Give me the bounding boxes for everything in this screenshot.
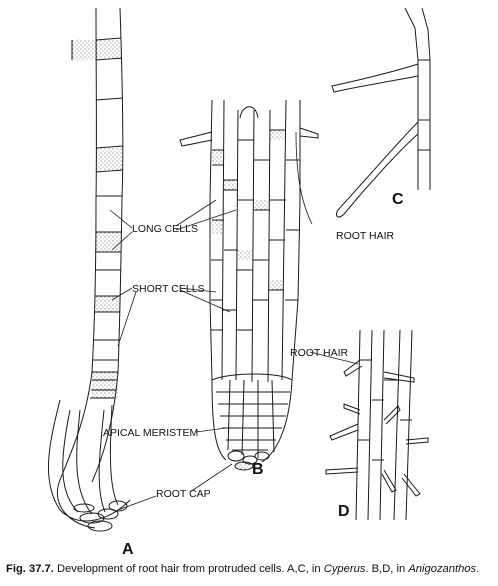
root-hair-figure: LONG CELLS SHORT CELLS ROOT HAIR ROOT HA… (48, 7, 431, 558)
panel-d-drawing (325, 329, 429, 521)
label-root-hair-d: ROOT HAIR (290, 347, 349, 359)
caption-text-2: . B,D, in (365, 563, 409, 575)
panel-label-c: C (392, 191, 404, 208)
panel-label-d: D (338, 503, 350, 520)
caption-text-3: . (476, 563, 480, 575)
panel-c-drawing (331, 7, 431, 218)
label-apical-meristem: APICAL MERISTEM (103, 427, 198, 439)
label-short-cells: SHORT CELLS (132, 283, 205, 295)
panel-b-drawing (179, 99, 319, 471)
label-root-cap: ROOT CAP (156, 488, 211, 500)
caption-text-1: Development of root hair from protruded … (53, 563, 324, 575)
label-root-hair-c: ROOT HAIR (336, 230, 395, 242)
panel-label-b: B (252, 461, 264, 478)
leader-lines (109, 131, 359, 511)
panel-a-drawing (48, 7, 131, 532)
caption-genus-anigozanthos: Anigozanthos (408, 563, 477, 575)
figure-caption: Fig. 37.7. Development of root hair from… (6, 563, 496, 575)
label-long-cells: LONG CELLS (132, 223, 198, 235)
panel-label-a: A (122, 541, 134, 558)
caption-genus-cyperus: Cyperus (323, 563, 366, 575)
caption-figure-number: Fig. 37.7. (6, 563, 54, 575)
